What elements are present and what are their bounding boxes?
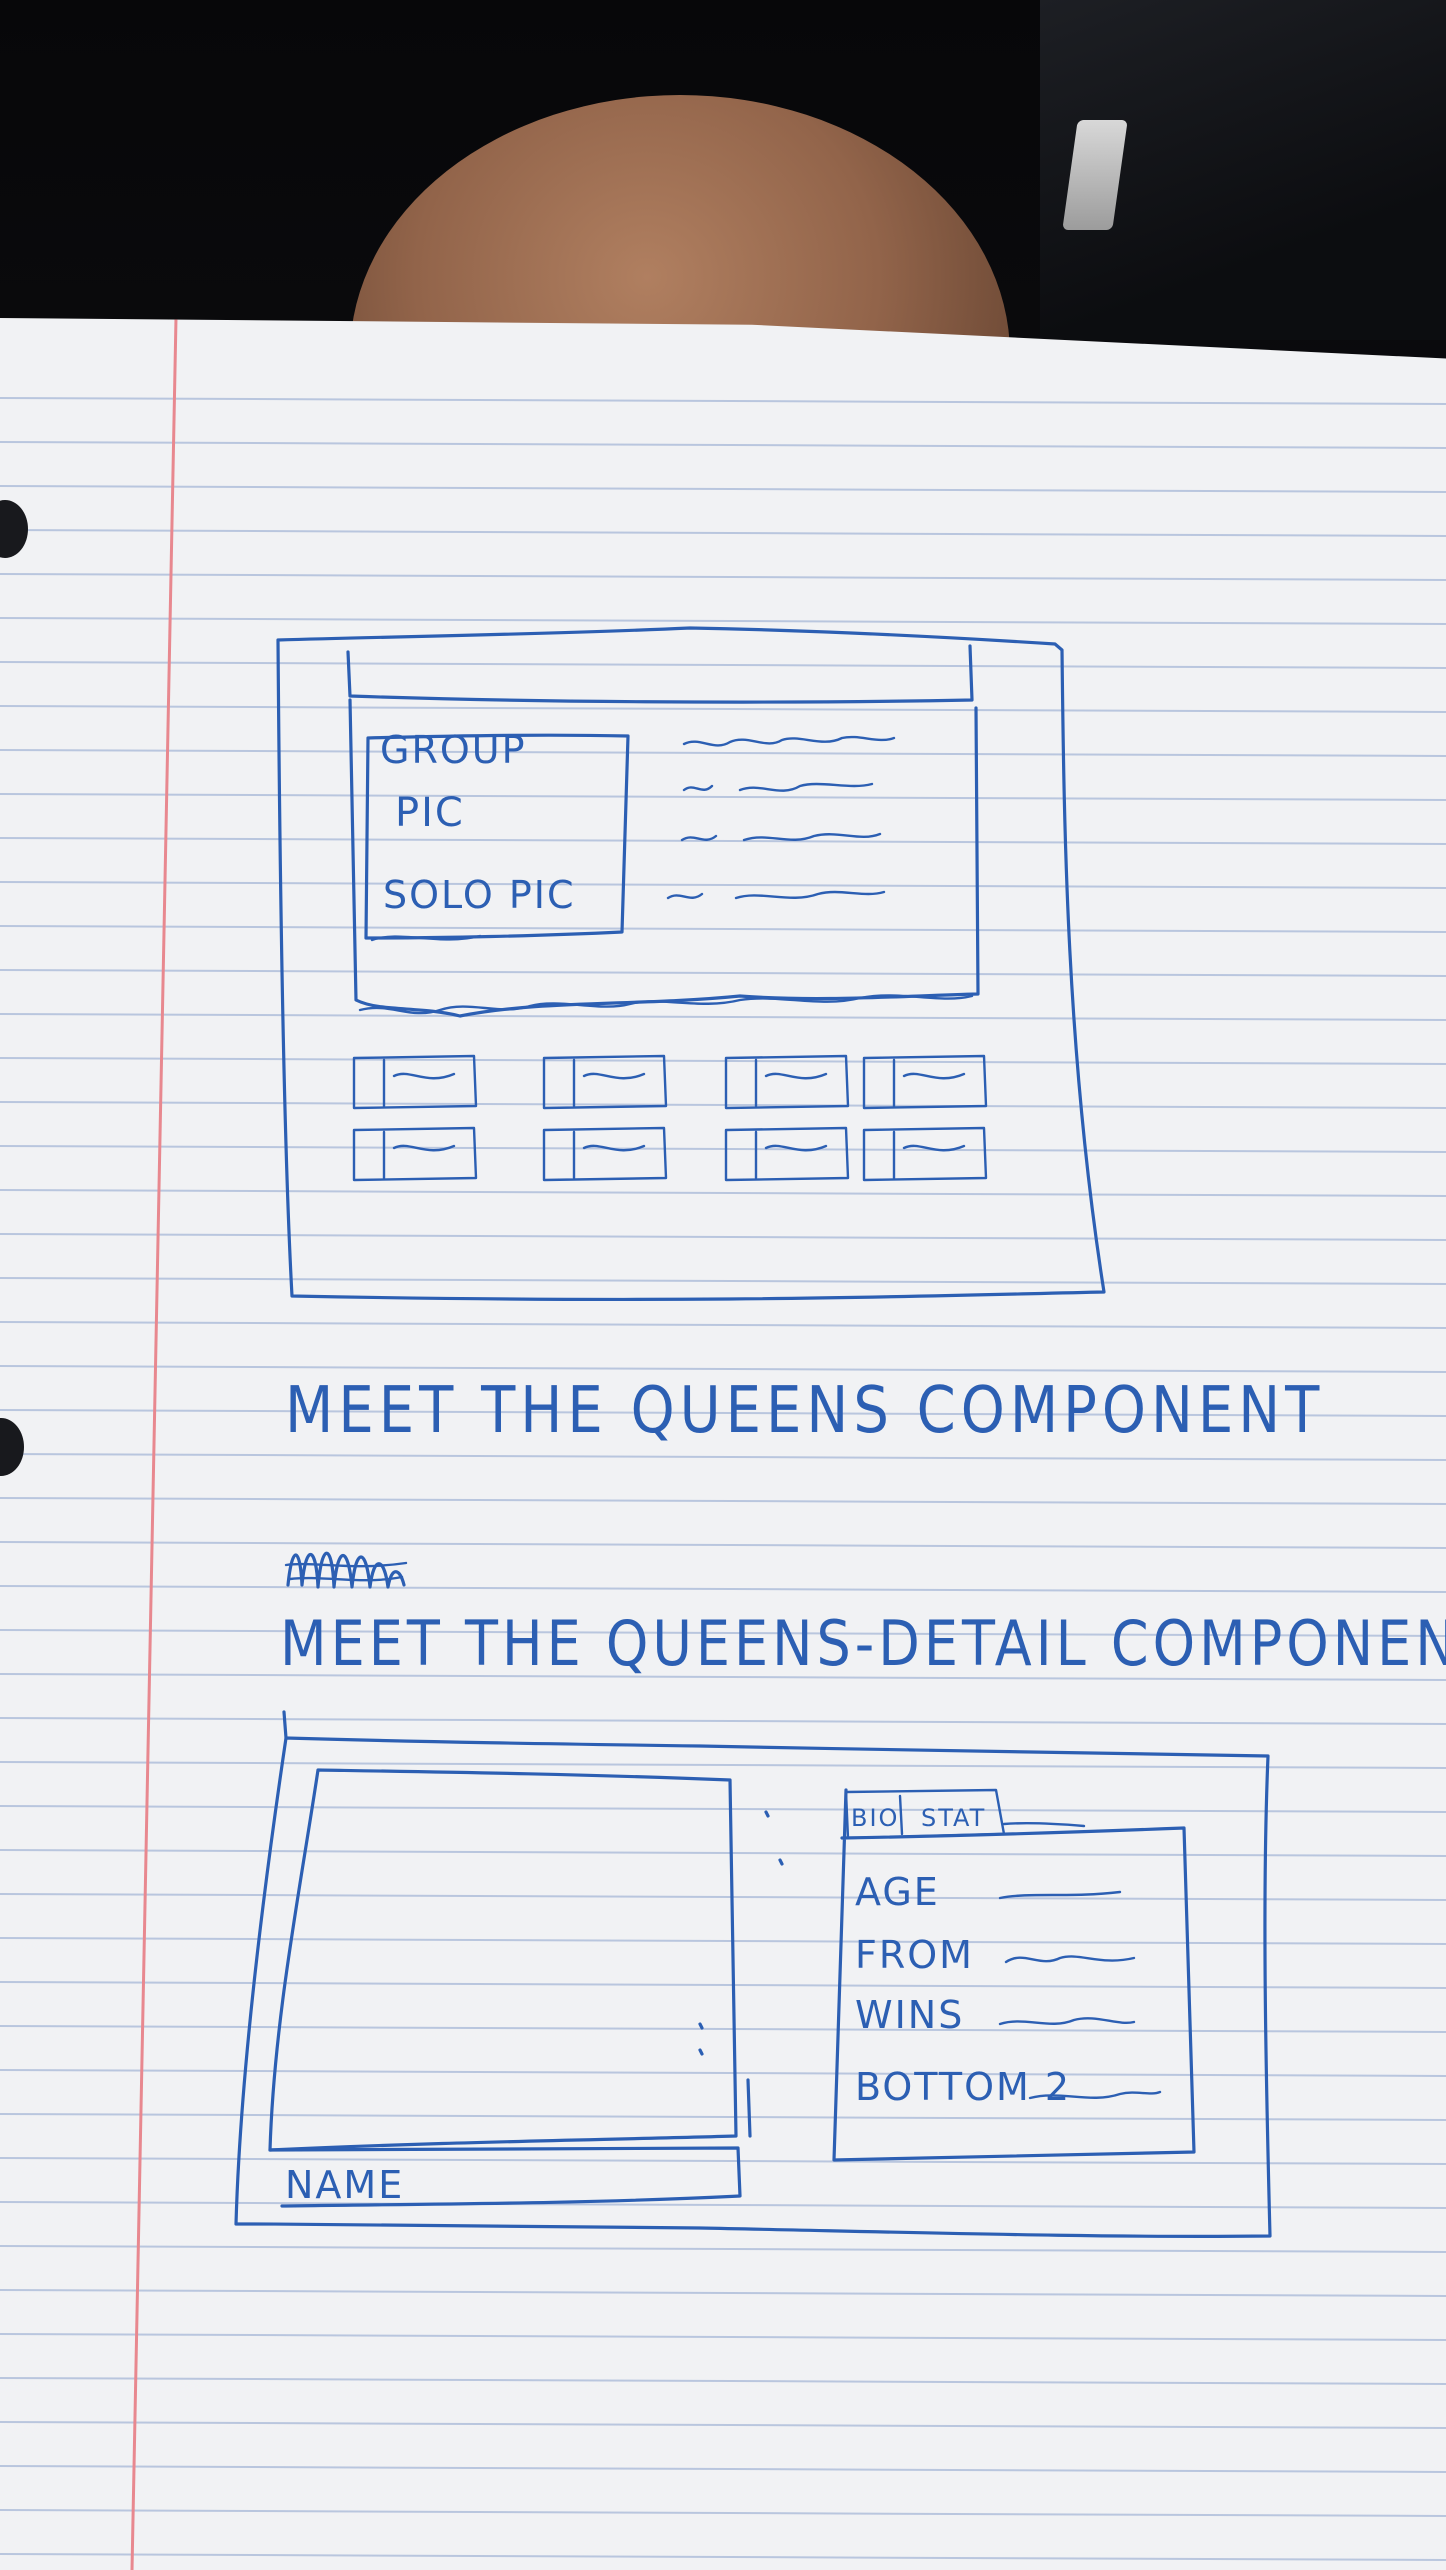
rule-line — [0, 2333, 1446, 2341]
rule-line — [0, 881, 1446, 889]
rule-line — [0, 1321, 1446, 1329]
rule-line — [0, 1013, 1446, 1021]
top-outer-frame — [276, 626, 1106, 1302]
rule-line — [0, 837, 1446, 845]
field-value-line — [998, 2017, 1136, 2026]
photo-box — [364, 733, 630, 940]
tab-bio: BIO — [851, 1804, 900, 1832]
rule-line — [0, 2377, 1446, 2385]
rule-line — [0, 1541, 1446, 1549]
rule-line — [0, 1981, 1446, 1989]
rule-line — [0, 1233, 1446, 1241]
rule-line — [0, 969, 1446, 977]
rule-line — [0, 1409, 1446, 1417]
rule-line — [0, 1761, 1446, 1769]
detail-dots — [698, 1810, 784, 2056]
meet-the-queens-detail-caption: MEET THE QUEENS-DETAIL COMPONENT — [280, 1607, 1446, 1680]
field-age-label: AGE — [855, 1870, 940, 1914]
queen-thumbnail-card — [862, 1126, 988, 1182]
queen-thumbnail-card — [862, 1054, 988, 1110]
rule-line — [0, 1101, 1446, 1109]
rule-line — [0, 441, 1446, 449]
rule-line — [0, 1497, 1446, 1505]
thumbnail-grid — [352, 1054, 988, 1182]
rule-line — [0, 1805, 1446, 1813]
text-line — [682, 735, 896, 747]
queen-thumbnail-card — [724, 1054, 850, 1110]
rule-line — [0, 2465, 1446, 2473]
rule-line — [0, 1585, 1446, 1593]
queen-thumbnail-card — [542, 1126, 668, 1182]
rule-line — [0, 2289, 1446, 2297]
photo-box-scribble — [370, 934, 482, 942]
name-label: NAME — [285, 2163, 405, 2207]
top-header-bar — [346, 644, 974, 704]
margin-line — [130, 318, 178, 2570]
queen-thumbnail-card — [352, 1054, 478, 1110]
scribbled-out-word — [284, 1551, 408, 1589]
rule-line — [0, 2157, 1446, 2165]
rule-line — [0, 661, 1446, 669]
rule-line — [0, 2201, 1446, 2209]
rule-line — [0, 1849, 1446, 1857]
field-value-line — [1028, 2090, 1162, 2100]
rule-line — [0, 1189, 1446, 1197]
rule-line — [0, 1277, 1446, 1285]
field-value-line — [998, 1890, 1122, 1900]
rule-line — [0, 2553, 1446, 2561]
field-wins-label: WINS — [855, 1993, 965, 2037]
field-bottom2-label: BOTTOM 2 — [855, 2065, 1072, 2109]
tab-underline — [1002, 1821, 1086, 1828]
ruled-lines — [0, 318, 1446, 2570]
hero-wavy-bottom — [358, 994, 974, 1015]
rule-line — [0, 1717, 1446, 1725]
text-line — [682, 782, 874, 792]
meet-the-queens-caption: MEET THE QUEENS COMPONENT — [285, 1373, 1325, 1448]
rule-line — [0, 397, 1446, 405]
rule-line — [0, 749, 1446, 757]
rule-line — [0, 2069, 1446, 2077]
notebook-paper — [0, 318, 1446, 2570]
rule-line — [0, 705, 1446, 713]
tab-box — [844, 1788, 1006, 1840]
queen-thumbnail-card — [352, 1126, 478, 1182]
rule-line — [0, 925, 1446, 933]
rule-line — [0, 573, 1446, 581]
tab-stat: STAT — [921, 1804, 987, 1832]
queen-thumbnail-card — [542, 1054, 668, 1110]
rule-line — [0, 793, 1446, 801]
queen-thumbnail-card — [724, 1126, 850, 1182]
rule-line — [0, 2025, 1446, 2033]
group-pic-label: GROUP — [380, 728, 527, 772]
rule-line — [0, 1365, 1446, 1373]
text-line — [680, 832, 882, 842]
rule-line — [0, 1057, 1446, 1065]
rule-line — [0, 2509, 1446, 2517]
rule-line — [0, 1937, 1446, 1945]
rule-line — [0, 1629, 1446, 1637]
rule-line — [0, 617, 1446, 625]
detail-outer-frame — [234, 1736, 1272, 2238]
solo-pic-label: SOLO PIC — [383, 873, 576, 917]
detail-image-side — [746, 2078, 752, 2138]
detail-name-bar — [268, 2146, 742, 2208]
detail-image-box — [268, 1768, 738, 2152]
rule-line — [0, 485, 1446, 493]
group-pic-label-line2: PIC — [395, 790, 465, 836]
rule-line — [0, 2245, 1446, 2253]
rule-line — [0, 1673, 1446, 1681]
rule-line — [0, 529, 1446, 537]
field-value-line — [1004, 1955, 1136, 1964]
rule-line — [0, 1453, 1446, 1461]
text-line — [666, 890, 886, 900]
rule-line — [0, 2421, 1446, 2429]
detail-top-tick — [282, 1710, 288, 1740]
rule-line — [0, 1145, 1446, 1153]
rule-line — [0, 1893, 1446, 1901]
field-from-label: FROM — [855, 1933, 974, 1977]
